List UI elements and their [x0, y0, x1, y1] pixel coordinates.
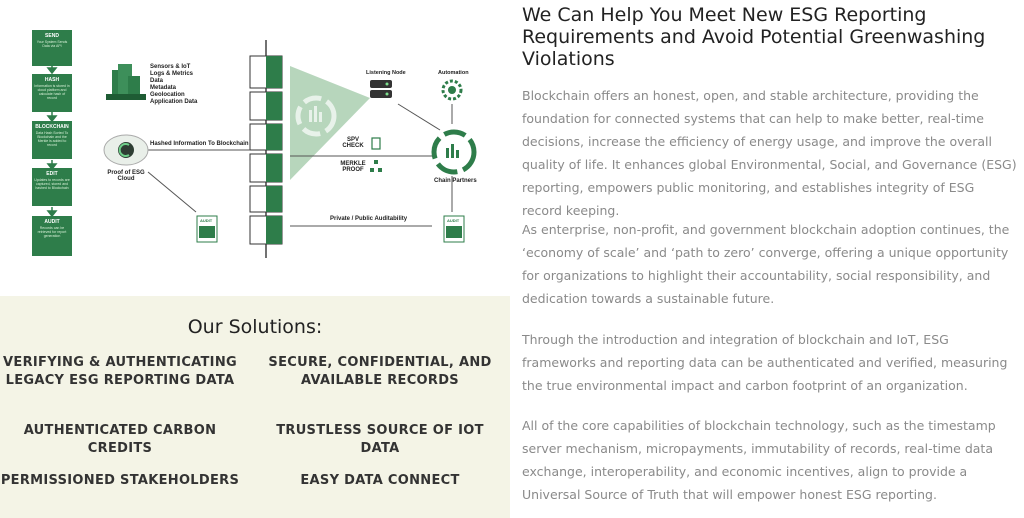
listening-node-label: Listening Node — [366, 70, 406, 76]
step-desc: Updates to records are captured, stored … — [34, 178, 70, 190]
source-item: Metadata — [150, 85, 177, 91]
diagram-graphics — [46, 40, 477, 258]
solution-item: EASY DATA CONNECT — [300, 473, 460, 488]
source-item: Sensors & IoT — [150, 64, 191, 70]
audit-badge: AUDIT — [447, 218, 460, 223]
article-heading: We Can Help You Meet New ESG Reporting R… — [522, 4, 986, 70]
merkle-icon — [370, 160, 382, 172]
step-title: SEND — [45, 33, 59, 39]
solution-item: VERIFYING & AUTHENTICATING LEGACY ESG RE… — [3, 355, 237, 388]
step-desc: Records can be retrieved for report gene… — [37, 226, 67, 238]
step-title: AUDIT — [44, 219, 60, 225]
solutions-section: Our Solutions: VERIFYING & AUTHENTICATIN… — [0, 296, 510, 518]
article-paragraph: As enterprise, non-profit, and governmen… — [522, 222, 1010, 306]
source-item: Geolocation — [150, 92, 185, 98]
proof-cloud-label: Proof of ESG Cloud — [107, 170, 145, 182]
auditability-label: Private / Public Auditability — [330, 216, 408, 222]
cloud-icon — [103, 134, 149, 166]
audit-badge: AUDIT — [200, 218, 213, 223]
solution-item: SECURE, CONFIDENTIAL, AND AVAILABLE RECO… — [268, 355, 492, 388]
article-paragraph: Blockchain offers an honest, open, and s… — [522, 88, 1017, 218]
hashed-label: Hashed Information To Blockchain — [150, 141, 249, 147]
audit-doc-icon-right — [443, 215, 465, 243]
source-item: Logs & Metrics — [150, 71, 194, 77]
source-item: Application Data — [150, 99, 198, 105]
step-title: BLOCKCHAIN — [35, 124, 69, 130]
article-paragraph: All of the core capabilities of blockcha… — [522, 418, 996, 502]
solutions-title: Our Solutions: — [187, 316, 323, 338]
automation-gear-icon — [441, 79, 463, 101]
data-sources-list: Sensors & IoT Logs & Metrics Data Metada… — [150, 64, 197, 106]
step-desc: Data Hash Sorted To Blockchain and the M… — [35, 131, 69, 147]
article-paragraph: Through the introduction and integration… — [522, 332, 1008, 393]
step-desc: Information is stored in cloud platform … — [34, 84, 70, 100]
server-icon — [370, 80, 392, 98]
audit-doc-icon-left — [196, 215, 218, 243]
merkle-proof-label: MERKLE PROOF — [340, 161, 366, 173]
spv-check-label: SPV CHECK — [342, 137, 364, 149]
spv-doc-icon — [371, 137, 381, 150]
solution-item: AUTHENTICATED CARBON CREDITS — [23, 423, 217, 456]
step-title: EDIT — [46, 171, 58, 177]
step-desc: Your System Sends Data via API — [36, 40, 68, 48]
step-title: HASH — [44, 77, 60, 83]
source-item: Data — [150, 78, 164, 84]
automation-label: Automation — [438, 70, 469, 76]
solution-item: TRUSTLESS SOURCE OF IOT DATA — [276, 423, 484, 456]
chain-partners-icon — [431, 129, 477, 175]
chain-partners-label: Chain Partners — [434, 178, 477, 184]
solution-item: PERMISSIONED STAKEHOLDERS — [0, 473, 240, 488]
article-section: We Can Help You Meet New ESG Reporting R… — [522, 0, 1018, 518]
building-icon — [106, 64, 146, 100]
